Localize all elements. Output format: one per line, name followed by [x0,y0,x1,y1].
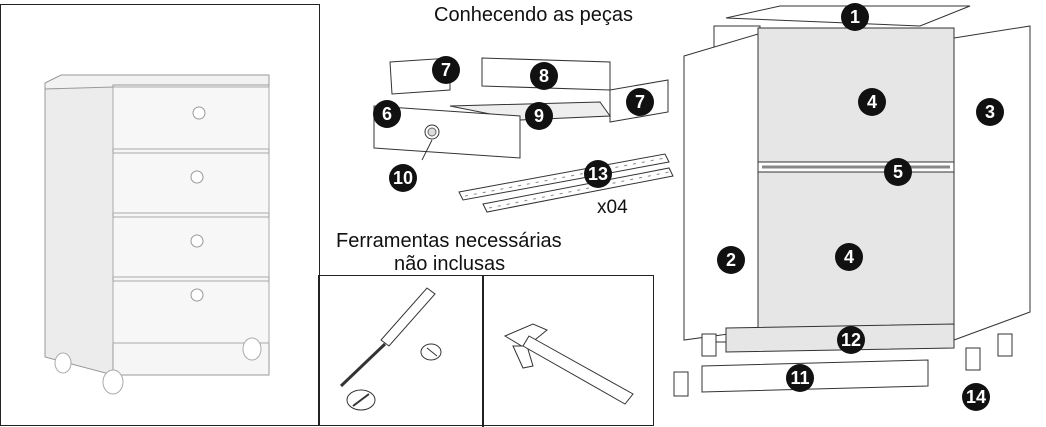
hammer-icon [503,323,634,405]
part-badge-4b: 4 [835,243,863,271]
part-badge-7a: 7 [432,56,460,84]
screwdriver-icon [339,287,442,411]
part-badge-13: 13 [584,160,612,188]
part-badge-12: 12 [837,326,865,354]
part-badge-8: 8 [530,62,558,90]
tools-divider [482,276,484,427]
dresser-drawer [112,216,270,278]
dresser-drawer [112,152,270,214]
part-badge-3: 3 [976,98,1004,126]
part-badge-5: 5 [884,158,912,186]
tools-heading-line2: não inclusas [394,253,506,275]
part-badge-4a: 4 [858,88,886,116]
dresser-drawer [112,280,270,344]
tools-heading-line1: Ferramentas necessárias [336,230,562,252]
drawer-slides-illustration [458,153,674,213]
tools-frame [318,275,654,427]
parts-title: Conhecendo as peças [434,4,634,26]
part-badge-2: 2 [717,246,745,274]
dresser-drawer [112,86,270,150]
part-badge-7b: 7 [626,88,654,116]
part-badge-11: 11 [786,364,814,392]
cabinet-exploded-illustration [673,5,1031,397]
part-badge-10: 10 [389,164,417,192]
product-frame [0,4,320,426]
part-badge-1: 1 [841,3,869,31]
slide-quantity: x04 [597,197,628,218]
dresser-illustration [44,74,270,395]
part-badge-9: 9 [525,102,553,130]
part-badge-6: 6 [373,100,401,128]
part-badge-14: 14 [962,383,990,411]
